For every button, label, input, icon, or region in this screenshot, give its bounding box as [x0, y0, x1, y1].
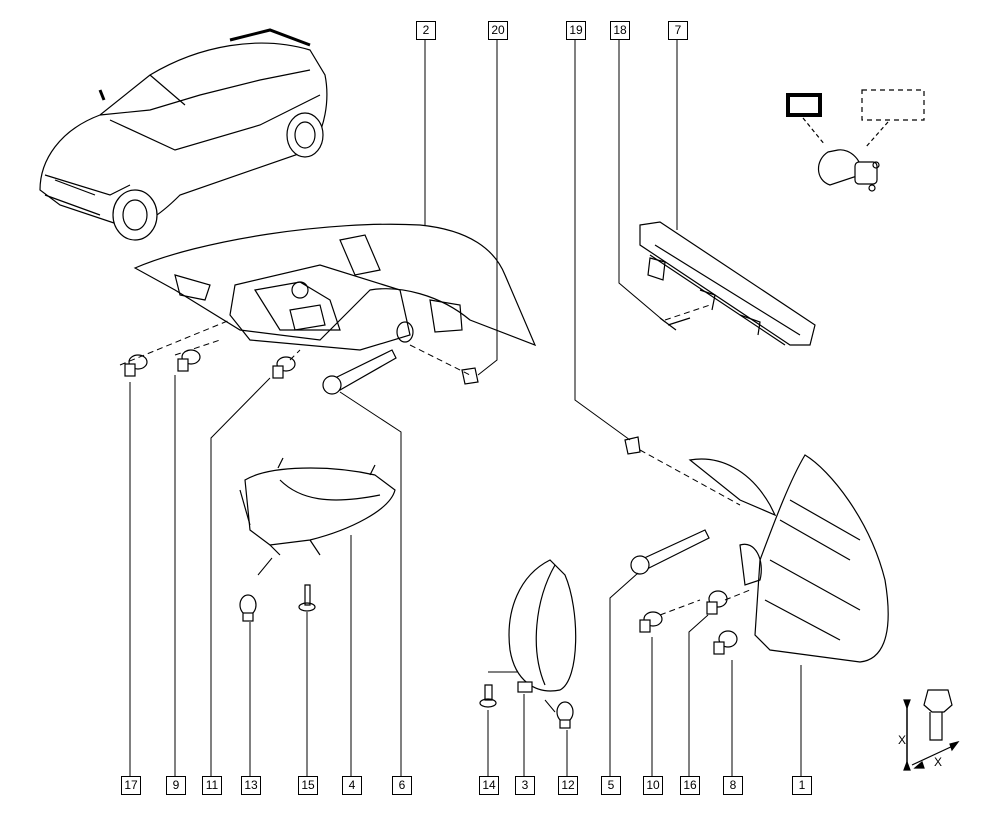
callout-label: 13	[241, 776, 261, 795]
callout-label: 11	[202, 776, 222, 795]
part-2-rear-lamp	[133, 223, 537, 351]
callout-label: 4	[342, 776, 362, 795]
callout-label: 15	[298, 776, 318, 795]
callout-label: 20	[488, 21, 508, 40]
callout-label: 5	[601, 776, 621, 795]
callout-label: 12	[558, 776, 578, 795]
bolt-dimension-icon	[903, 689, 960, 771]
callout-label: 7	[668, 21, 688, 40]
callout-label: 19	[566, 21, 586, 40]
part-4-lamp	[239, 457, 396, 556]
callout-label: 17	[121, 776, 141, 795]
bulbs	[124, 349, 738, 729]
part-1-rear-lamp	[688, 454, 889, 663]
callout-label: 18	[610, 21, 630, 40]
dimension-label-vertical: X	[898, 733, 907, 747]
callout-label: 6	[392, 776, 412, 795]
part-7-brake-light	[639, 221, 816, 346]
callout-label: 10	[643, 776, 663, 795]
fasteners	[298, 317, 710, 708]
callout-label: 1	[792, 776, 812, 795]
callout-label: 16	[680, 776, 700, 795]
bulb-inset	[786, 89, 925, 192]
callout-label: 8	[723, 776, 743, 795]
dimension-label-horizontal: X	[934, 755, 943, 769]
part-3-lamp	[508, 559, 577, 693]
leader-lines	[119, 39, 802, 776]
callout-label: 3	[515, 776, 535, 795]
callout-label: 2	[416, 21, 436, 40]
callout-label: 9	[166, 776, 186, 795]
callout-label: 14	[479, 776, 499, 795]
car-illustration	[39, 28, 328, 241]
